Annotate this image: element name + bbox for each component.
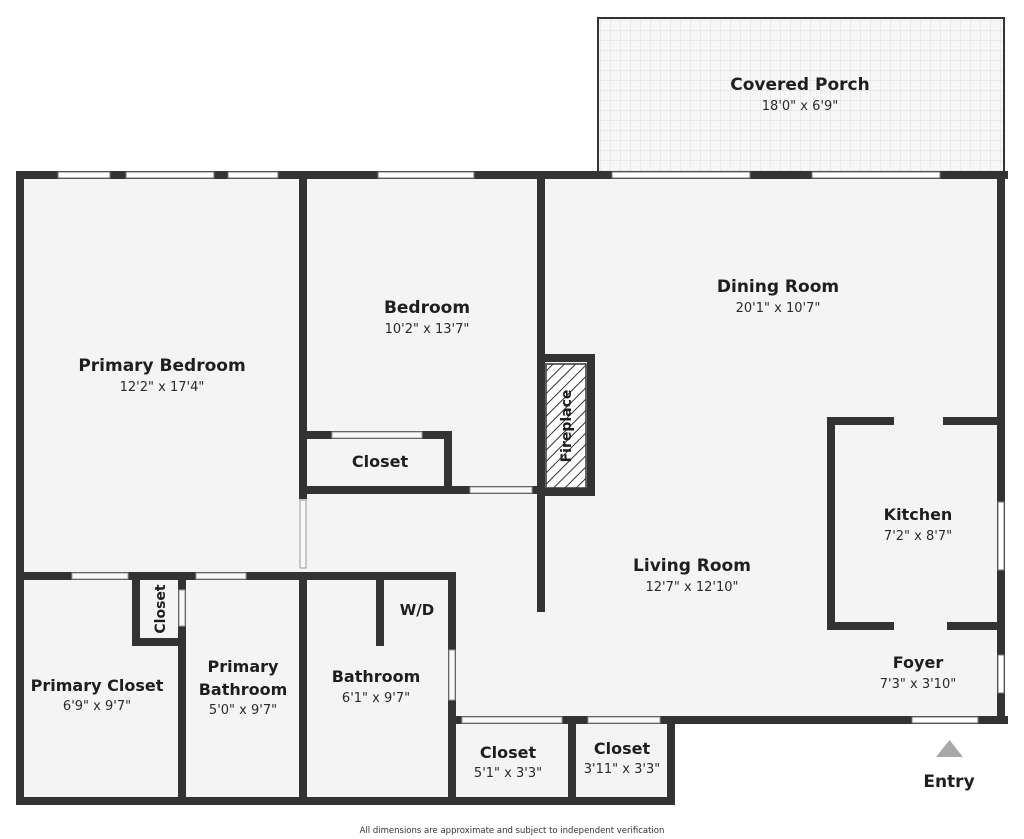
primary-bedroom-label: Primary Bedroom [78,356,245,376]
bedroom-dims: 10'2" x 13'7" [385,322,470,337]
covered-porch-label: Covered Porch [730,75,869,95]
dining-room-label: Dining Room [717,277,839,297]
hall-closet-1-label: Closet [480,743,537,762]
entry-arrow-icon [936,740,963,757]
primary-bathroom-label-line2: Bathroom [199,680,288,699]
fireplace-label: Fireplace [559,390,575,463]
hall-closet-2-label: Closet [594,739,651,758]
bathroom-dims: 6'1" x 9'7" [342,691,410,706]
kitchen-dims: 7'2" x 8'7" [884,529,952,544]
bedroom-closet-label: Closet [352,452,409,471]
hall-closet-2-dims: 3'11" x 3'3" [584,762,660,777]
kitchen-label: Kitchen [884,505,953,524]
primary-bathroom-dims: 5'0" x 9'7" [209,703,277,718]
primary-bedroom-dims: 12'2" x 17'4" [120,380,205,395]
hall-closet-1-dims: 5'1" x 3'3" [474,766,542,781]
primary-closet-label: Primary Closet [31,676,164,695]
foyer-dims: 7'3" x 3'10" [880,677,956,692]
dining-room-dims: 20'1" x 10'7" [736,301,821,316]
door-openings [71,431,661,724]
washer-dryer-label: W/D [400,601,434,619]
living-room-label: Living Room [633,556,751,576]
fireplace-hearth [545,363,587,489]
covered-porch-area [597,17,1005,176]
disclaimer-text: All dimensions are approximate and subje… [360,826,665,836]
covered-porch-dims: 18'0" x 6'9" [762,99,838,114]
living-room-dims: 12'7" x 12'10" [646,580,739,595]
primary-bathroom-label-line1: Primary [208,657,279,676]
entry-label: Entry [923,772,974,792]
windows [57,171,1005,724]
foyer-label: Foyer [893,653,944,672]
small-closet-label: Closet [153,584,169,634]
primary-closet-dims: 6'9" x 9'7" [63,699,131,714]
bathroom-label: Bathroom [332,667,421,686]
bedroom-label: Bedroom [384,298,470,318]
